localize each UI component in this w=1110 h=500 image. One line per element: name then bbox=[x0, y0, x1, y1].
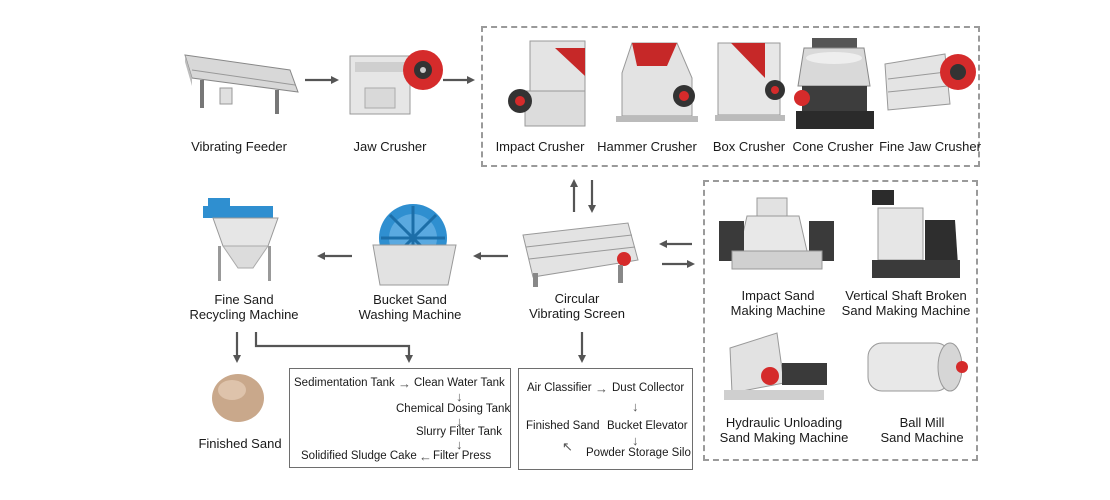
fine-sand-recycling-line2: Recycling Machine bbox=[189, 307, 299, 322]
dust-collector-text: Dust Collector bbox=[612, 382, 685, 394]
hammer-crusher-label: Hammer Crusher bbox=[597, 139, 697, 154]
hydraulic-unloading-line2: Sand Making Machine bbox=[719, 430, 849, 445]
vertical-shaft-line1: Vertical Shaft Broken bbox=[845, 288, 967, 303]
recycling-to-water-box-arrow bbox=[254, 332, 413, 363]
vibrating-feeder-image bbox=[184, 54, 299, 114]
arrow-up-left-icon: ↖ bbox=[562, 439, 573, 454]
cone-crusher-image bbox=[794, 38, 874, 129]
slurry-filter-tank-text: Slurry Filter Tank bbox=[416, 426, 503, 438]
fine-sand-recycling-label: Fine Sand Recycling Machine bbox=[180, 292, 308, 322]
circular-vibrating-screen-label: Circular Vibrating Screen bbox=[520, 291, 634, 321]
circular-vibrating-screen-image bbox=[522, 222, 639, 287]
arrow-down-icon: ↓ bbox=[632, 399, 639, 414]
hydraulic-unloading-line1: Hydraulic Unloading bbox=[725, 415, 843, 430]
arrow-down-icon: ↓ bbox=[632, 433, 639, 448]
box-crusher-image bbox=[715, 42, 785, 121]
water-treatment-box bbox=[289, 368, 511, 468]
vertical-shaft-label: Vertical Shaft Broken Sand Making Machin… bbox=[838, 288, 974, 318]
cone-crusher-label: Cone Crusher bbox=[792, 139, 874, 154]
air-classifier-text: Air Classifier bbox=[527, 382, 592, 394]
bucket-sand-washing-line1: Bucket Sand bbox=[373, 292, 447, 307]
hammer-crusher-image bbox=[616, 42, 698, 122]
box-crusher-label: Box Crusher bbox=[712, 139, 786, 154]
powder-finished-sand-text: Finished Sand bbox=[526, 420, 600, 432]
chemical-dosing-tank-text: Chemical Dosing Tank bbox=[396, 403, 511, 415]
jaw-crusher-image bbox=[349, 50, 443, 115]
powder-storage-silo-text: Powder Storage Silo bbox=[586, 447, 691, 459]
impact-sand-making-line1: Impact Sand bbox=[741, 288, 815, 303]
impact-sand-making-image bbox=[719, 197, 834, 270]
bucket-elevator-text: Bucket Elevator bbox=[607, 420, 688, 432]
impact-sand-making-line2: Making Machine bbox=[730, 303, 826, 318]
fine-sand-recycling-image bbox=[203, 198, 279, 281]
powder-processing-box bbox=[518, 368, 693, 470]
bucket-sand-washing-image bbox=[372, 204, 457, 286]
impact-sand-making-label: Impact Sand Making Machine bbox=[718, 288, 838, 318]
circular-vibrating-screen-line1: Circular bbox=[554, 291, 600, 306]
vibrating-feeder-label: Vibrating Feeder bbox=[191, 139, 287, 154]
arrow-left-icon: ← bbox=[419, 449, 432, 464]
clean-water-tank-text: Clean Water Tank bbox=[414, 377, 505, 389]
circular-vibrating-screen-line2: Vibrating Screen bbox=[529, 306, 625, 321]
ball-mill-line1: Ball Mill bbox=[899, 415, 945, 430]
fine-jaw-crusher-label: Fine Jaw Crusher bbox=[879, 139, 981, 154]
jaw-crusher-label: Jaw Crusher bbox=[353, 139, 427, 154]
arrow-right-icon: → bbox=[595, 381, 608, 396]
fine-jaw-crusher-image bbox=[884, 53, 976, 111]
ball-mill-label: Ball Mill Sand Machine bbox=[862, 415, 982, 445]
hydraulic-unloading-label: Hydraulic Unloading Sand Making Machine bbox=[714, 415, 854, 445]
bucket-sand-washing-label: Bucket Sand Washing Machine bbox=[350, 292, 470, 322]
sand-making-group-box bbox=[703, 180, 978, 461]
bucket-sand-washing-line2: Washing Machine bbox=[358, 307, 462, 322]
sedimentation-tank-text: Sedimentation Tank bbox=[294, 377, 395, 389]
arrow-down-icon: ↓ bbox=[456, 389, 463, 404]
fine-sand-recycling-line1: Fine Sand bbox=[214, 292, 274, 307]
finished-sand-label: Finished Sand bbox=[198, 436, 282, 451]
vertical-shaft-line2: Sand Making Machine bbox=[841, 303, 971, 318]
impact-crusher-image bbox=[508, 40, 586, 127]
ball-mill-image bbox=[867, 342, 968, 392]
impact-crusher-label: Impact Crusher bbox=[495, 139, 585, 154]
hydraulic-unloading-image bbox=[724, 332, 827, 400]
arrow-down-icon: ↓ bbox=[456, 437, 463, 452]
crusher-group-box bbox=[481, 26, 980, 167]
vertical-shaft-image bbox=[872, 190, 960, 278]
arrow-down-icon: ↓ bbox=[456, 414, 463, 429]
filter-press-text: Filter Press bbox=[433, 450, 492, 462]
finished-sand-image bbox=[212, 374, 264, 422]
ball-mill-line2: Sand Machine bbox=[880, 430, 964, 445]
arrow-right-icon: → bbox=[398, 376, 411, 391]
solidified-sludge-cake-text: Solidified Sludge Cake bbox=[301, 450, 417, 462]
